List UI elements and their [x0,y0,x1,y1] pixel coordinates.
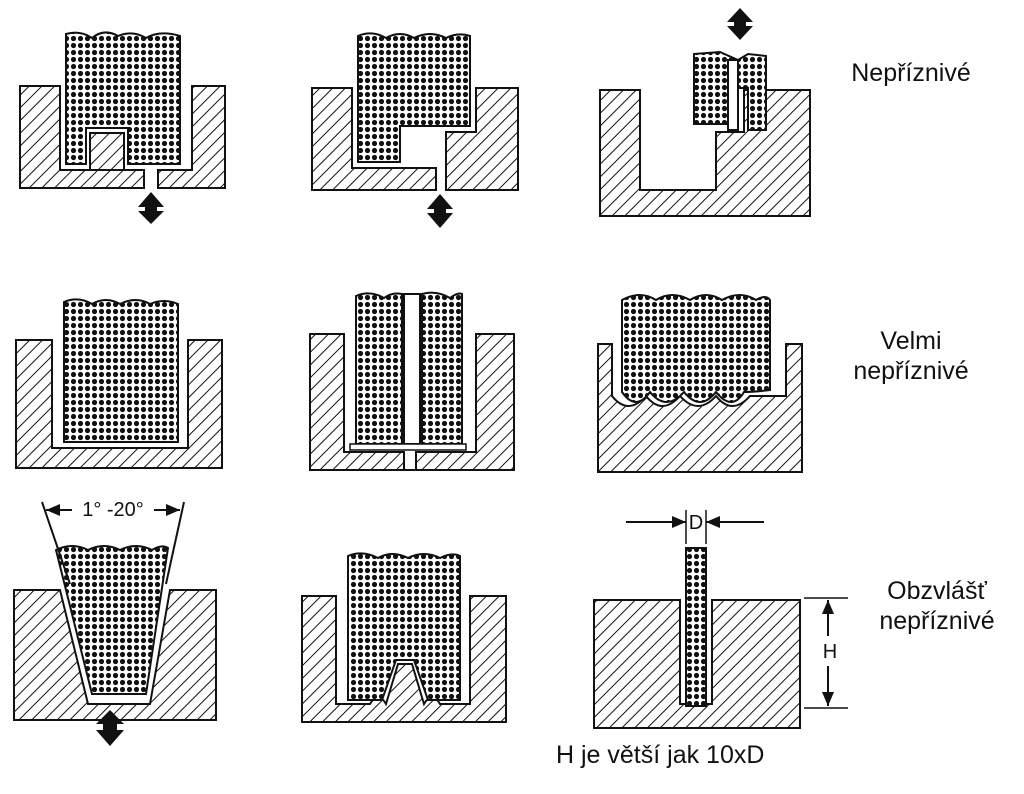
mold-hatched [15,339,223,469]
mold-hatched [13,589,217,721]
arrow-right-icon [672,516,686,528]
label-very-unfavorable-line2: nepříznivé [853,357,969,385]
part-material [357,32,471,163]
label-very-unfavorable-line1: Velmi [880,327,942,355]
double-arrow-icon [96,710,124,746]
mold-hatched [597,343,803,473]
panel-r1-c3 [599,8,811,217]
caption: H je větší jak 10xD [556,740,836,770]
core-pin [89,132,125,171]
part-material [63,298,179,443]
part-material [54,545,170,695]
mold-hatched [309,333,515,471]
panel-r3-c2 [301,552,507,723]
arrow-left-icon [46,504,60,516]
label-especially-unfavorable-line1: Obzvlášť [887,577,987,605]
arrow-up-icon [822,600,834,614]
arrow-left-icon [706,516,720,528]
part-material [347,552,461,701]
part-material [65,31,181,165]
arrow-down-icon [822,692,834,706]
caption-text: H je větší jak 10xD [556,741,765,769]
part-material-left [355,292,403,445]
panel-r3-c1: 1° -20° [13,496,217,746]
core-pin [403,293,421,445]
mold-hatched [593,599,801,729]
diameter-label: D [689,512,703,534]
label-unfavorable: Nepříznivé [826,58,996,88]
part-material [621,294,771,403]
label-very-unfavorable: Velmi nepříznivé [826,326,996,386]
panel-r3-c3: D H [593,510,848,729]
panel-r1-c1 [19,31,226,224]
arrow-right-icon [166,504,180,516]
panel-r2-c3 [597,294,803,473]
angle-label: 1° -20° [82,499,144,521]
double-arrow-icon [138,192,164,224]
label-unfavorable-text: Nepříznivé [851,59,971,87]
panel-r2-c2 [309,291,515,471]
height-label: H [823,641,837,663]
part-material-right [421,291,463,445]
double-arrow-icon [427,194,453,228]
thin-rib-part [685,547,707,707]
double-arrow-icon [727,8,753,40]
panel-r2-c1 [15,298,223,469]
label-especially-unfavorable-line2: nepříznivé [879,607,995,635]
label-especially-unfavorable: Obzvlášť nepříznivé [852,576,1022,636]
panel-r1-c2 [311,32,519,228]
